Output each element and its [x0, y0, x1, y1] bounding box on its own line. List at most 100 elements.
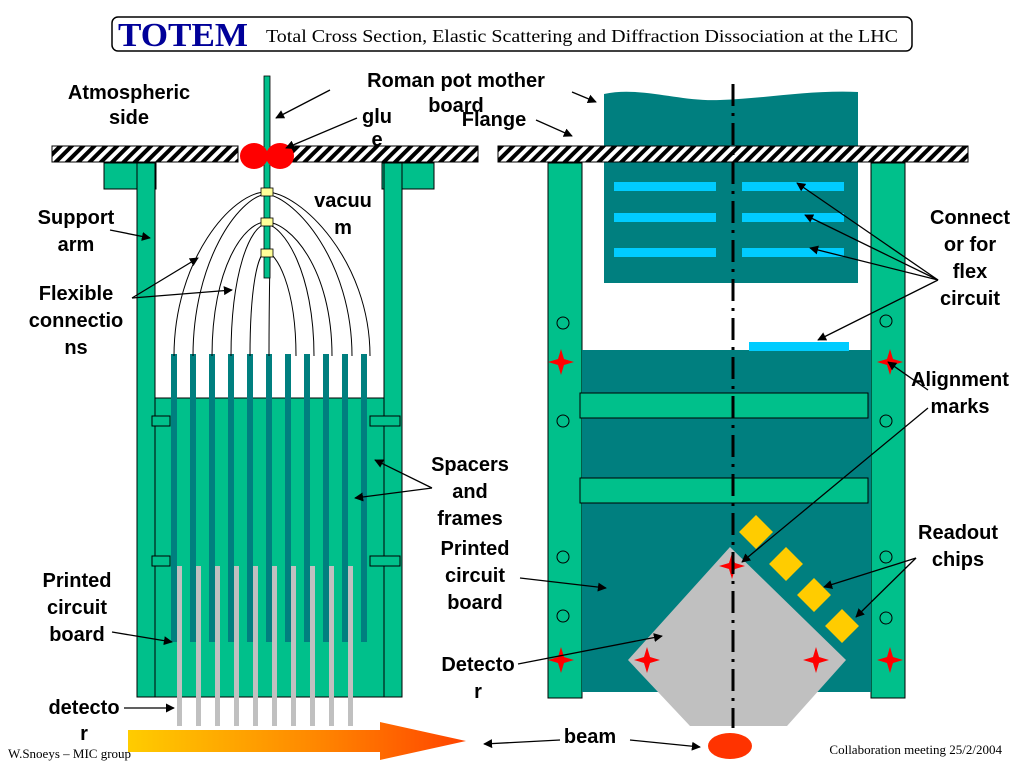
label-alignment-marks: Alignment — [911, 369, 1009, 391]
connector-pad — [260, 248, 274, 258]
label-alignment-marks: marks — [931, 396, 990, 418]
pcb-board — [228, 354, 234, 642]
pcb-board — [323, 354, 329, 642]
left-assembly — [51, 75, 479, 726]
label-readout-chips: Readout — [918, 522, 998, 544]
label-detector-left: detecto — [48, 697, 119, 719]
label-printed-circuit-board-center: Printed — [441, 538, 510, 560]
alignment-hole — [879, 414, 893, 428]
pcb-board — [171, 354, 177, 642]
beam-arrow — [128, 722, 466, 760]
detector-plane — [272, 566, 277, 726]
detector-plane — [196, 566, 201, 726]
detector-plane — [177, 566, 182, 726]
connector-pad — [260, 217, 274, 227]
glue-blob-right — [266, 143, 294, 169]
detector-plane — [253, 566, 258, 726]
label-connector-for-flex-circuit: circuit — [940, 288, 1000, 310]
right-assembly — [497, 84, 969, 759]
label-printed-circuit-board-left: Printed — [43, 570, 112, 592]
roman-pot-mother-board — [263, 75, 271, 279]
header: TOTEM Total Cross Section, Elastic Scatt… — [111, 16, 913, 54]
beam-spot — [708, 733, 752, 759]
pcb-board — [285, 354, 291, 642]
alignment-hole — [556, 316, 570, 330]
detector-plane — [291, 566, 296, 726]
readout-chip — [769, 547, 803, 581]
detector-planes — [177, 566, 353, 726]
pcb-board — [342, 354, 348, 642]
detector-plane — [234, 566, 239, 726]
label-printed-circuit-board-left: board — [49, 624, 105, 646]
connector-strip — [614, 182, 716, 191]
label-atmospheric-side: side — [109, 107, 149, 129]
pcb-board — [247, 354, 253, 642]
label-beam: beam — [564, 726, 616, 748]
label-readout-chips: chips — [932, 549, 984, 571]
annotation-arrows — [109, 89, 939, 751]
label-detector-center: Detecto — [441, 654, 514, 676]
detector-plane — [215, 566, 220, 726]
pcb-boards — [171, 354, 367, 642]
glue-blob-left — [240, 143, 268, 169]
label-glue: glu — [362, 106, 392, 128]
alignment-hole — [556, 414, 570, 428]
detector-plane — [348, 566, 353, 726]
label-atmospheric-side: Atmospheric — [68, 82, 190, 104]
connector-strip — [742, 182, 844, 191]
support-arm-right — [383, 162, 403, 698]
spacer-tab-lower-left — [151, 555, 171, 567]
label-flexible-connections: connectio — [29, 310, 123, 332]
pcb-board — [304, 354, 310, 642]
detector-plane — [329, 566, 334, 726]
header-title: Total Cross Section, Elastic Scattering … — [266, 26, 898, 46]
label-printed-circuit-board-left: circuit — [47, 597, 107, 619]
support-arm-right-left — [547, 162, 583, 699]
alignment-mark-icon — [634, 647, 660, 673]
detector-diamond — [628, 547, 846, 726]
pcb-board — [209, 354, 215, 642]
label-vacuum: m — [334, 217, 352, 239]
footer-left: W.Snoeys – MIC group — [8, 746, 131, 761]
pcb-board — [190, 354, 196, 642]
label-spacers-and-frames: frames — [437, 508, 503, 530]
spacer-bar-upper — [579, 392, 869, 419]
support-arm-left — [136, 162, 156, 698]
label-flange: Flange — [462, 109, 526, 131]
alignment-mark-icon — [803, 647, 829, 673]
label-connector-for-flex-circuit: or for — [944, 234, 996, 256]
label-printed-circuit-board-center: board — [447, 592, 503, 614]
label-spacers-and-frames: Spacers — [431, 454, 509, 476]
label-connector-for-flex-circuit: Connect — [930, 207, 1010, 229]
alignment-hole — [556, 609, 570, 623]
label-flexible-connections: ns — [64, 337, 87, 359]
labels: Atmospheric side Roman pot mother board … — [29, 70, 1011, 748]
label-flexible-connections: Flexible — [39, 283, 113, 305]
connector-strip — [614, 213, 716, 222]
label-roman-pot-mother-board: Roman pot mother — [367, 70, 545, 92]
label-detector-left: r — [80, 723, 88, 745]
alignment-hole — [879, 611, 893, 625]
label-printed-circuit-board-center: circuit — [445, 565, 505, 587]
alignment-hole — [879, 314, 893, 328]
readout-chip — [825, 609, 859, 643]
label-glue: e — [371, 129, 382, 151]
footer-right: Collaboration meeting 25/2/2004 — [829, 742, 1002, 757]
connector-pad — [260, 187, 274, 197]
detector-plane — [310, 566, 315, 726]
label-vacuum: vacuu — [314, 190, 372, 212]
totem-logo: TOTEM — [118, 17, 248, 54]
pcb-board — [266, 354, 272, 642]
alignment-mark-icon — [548, 647, 574, 673]
connector-strip — [742, 248, 844, 257]
alignment-mark-icon — [548, 349, 574, 375]
connector-strip-lower — [749, 342, 849, 351]
spacer-tab-upper-left — [151, 415, 171, 427]
spacer-tab-upper-right — [369, 415, 401, 427]
alignment-mark-icon — [877, 647, 903, 673]
readout-chip — [797, 578, 831, 612]
spacer-bar-lower — [579, 477, 869, 504]
label-spacers-and-frames: and — [452, 481, 488, 503]
flange-left-b — [291, 145, 479, 163]
